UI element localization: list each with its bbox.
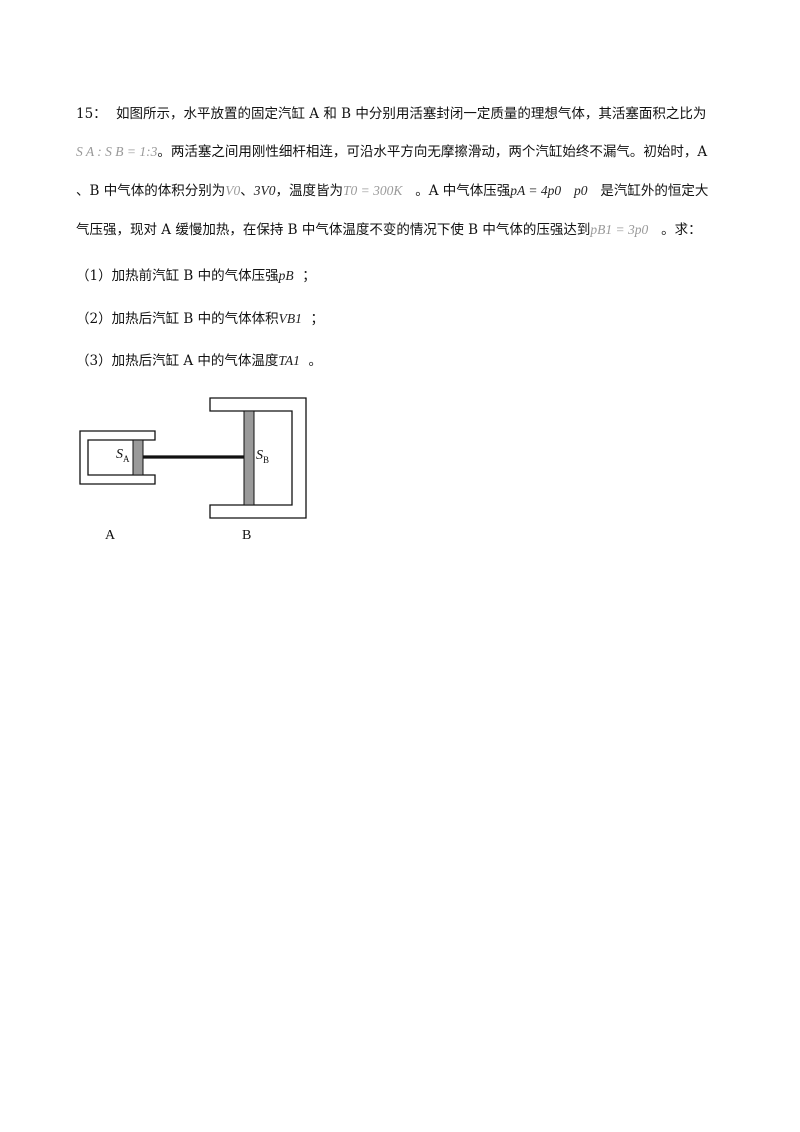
question-stem-3c: 。A 中气体压强 [415, 183, 511, 199]
sub-question-1-text: （1）加热前汽缸 B 中的气体压强 [76, 268, 279, 284]
sub-question-1-symbol: pB [278, 268, 294, 283]
question-stem-4a: 气压强，现对 A 缓慢加热，在保持 B 中气体温度不变的情况下使 B 中气体的压… [76, 222, 591, 238]
question-number: 15： [76, 106, 107, 122]
cylinder-diagram: SA SB A B [79, 397, 307, 543]
label-cylinder-b: B [242, 528, 251, 543]
initial-temperature-expression: T0 = 300K [342, 183, 403, 198]
cylinder-b [209, 397, 307, 519]
label-sb: SB [256, 448, 269, 465]
sub-question-1-end: ； [302, 268, 316, 284]
question-line-2: S A : S B = 1:3。两活塞之间用刚性细杆相连，可沿水平方向无摩擦滑动… [76, 143, 707, 161]
question-stem-3b: ，温度皆为 [275, 183, 343, 199]
final-pressure-b-expression: pB1 = 3p0 [590, 222, 649, 237]
area-ratio-expression: S A : S B = 1:3 [76, 144, 158, 159]
question-line-3: 、B 中气体的体积分别为V0、3V0，温度皆为T0 = 300K 。A 中气体压… [76, 182, 708, 200]
question-stem-4b: 。求： [661, 222, 702, 238]
label-sa: SA [116, 447, 130, 464]
sub-question-2-text: （2）加热后汽缸 B 中的气体体积 [76, 311, 279, 327]
label-cylinder-a: A [105, 528, 116, 543]
question-line-1: 15： 如图所示，水平放置的固定汽缸 A 和 B 中分别用活塞封闭一定质量的理想气… [76, 105, 706, 123]
piston-a [132, 439, 144, 476]
sub-question-2-symbol: VB1 [278, 311, 302, 326]
question-stem-3a: 、B 中气体的体积分别为 [76, 183, 226, 199]
sub-question-3-text: （3）加热后汽缸 A 中的气体温度 [76, 353, 279, 369]
sub-question-3-end: 。 [308, 353, 323, 369]
sub-question-2-end: ； [310, 311, 324, 327]
pressure-a-expression: pA = 4p0 [510, 183, 562, 198]
question-stem-3d: 是汽缸外的恒定大 [600, 183, 709, 199]
sub-question-2: （2）加热后汽缸 B 中的气体体积VB1 ； [76, 310, 324, 328]
question-stem-1: 如图所示，水平放置的固定汽缸 A 和 B 中分别用活塞封闭一定质量的理想气体，其… [116, 106, 707, 122]
label-sb-sub: B [263, 455, 269, 465]
piston-b [243, 410, 255, 506]
atmospheric-pressure-symbol: p0 [574, 183, 588, 198]
sub-question-3-symbol: TA1 [278, 353, 300, 368]
question-stem-2: 。两活塞之间用刚性细杆相连，可沿水平方向无摩擦滑动，两个汽缸始终不漏气。初始时，… [157, 144, 708, 160]
volume-a-symbol: V0 [225, 183, 241, 198]
sub-question-1: （1）加热前汽缸 B 中的气体压强pB ； [76, 267, 316, 285]
label-sa-sub: A [123, 454, 130, 464]
question-line-4: 气压强，现对 A 缓慢加热，在保持 B 中气体温度不变的情况下使 B 中气体的压… [76, 221, 702, 239]
volume-b-symbol: 3V0 [253, 183, 276, 198]
separator: 、 [240, 183, 254, 199]
sub-question-3: （3）加热后汽缸 A 中的气体温度TA1 。 [76, 352, 322, 370]
